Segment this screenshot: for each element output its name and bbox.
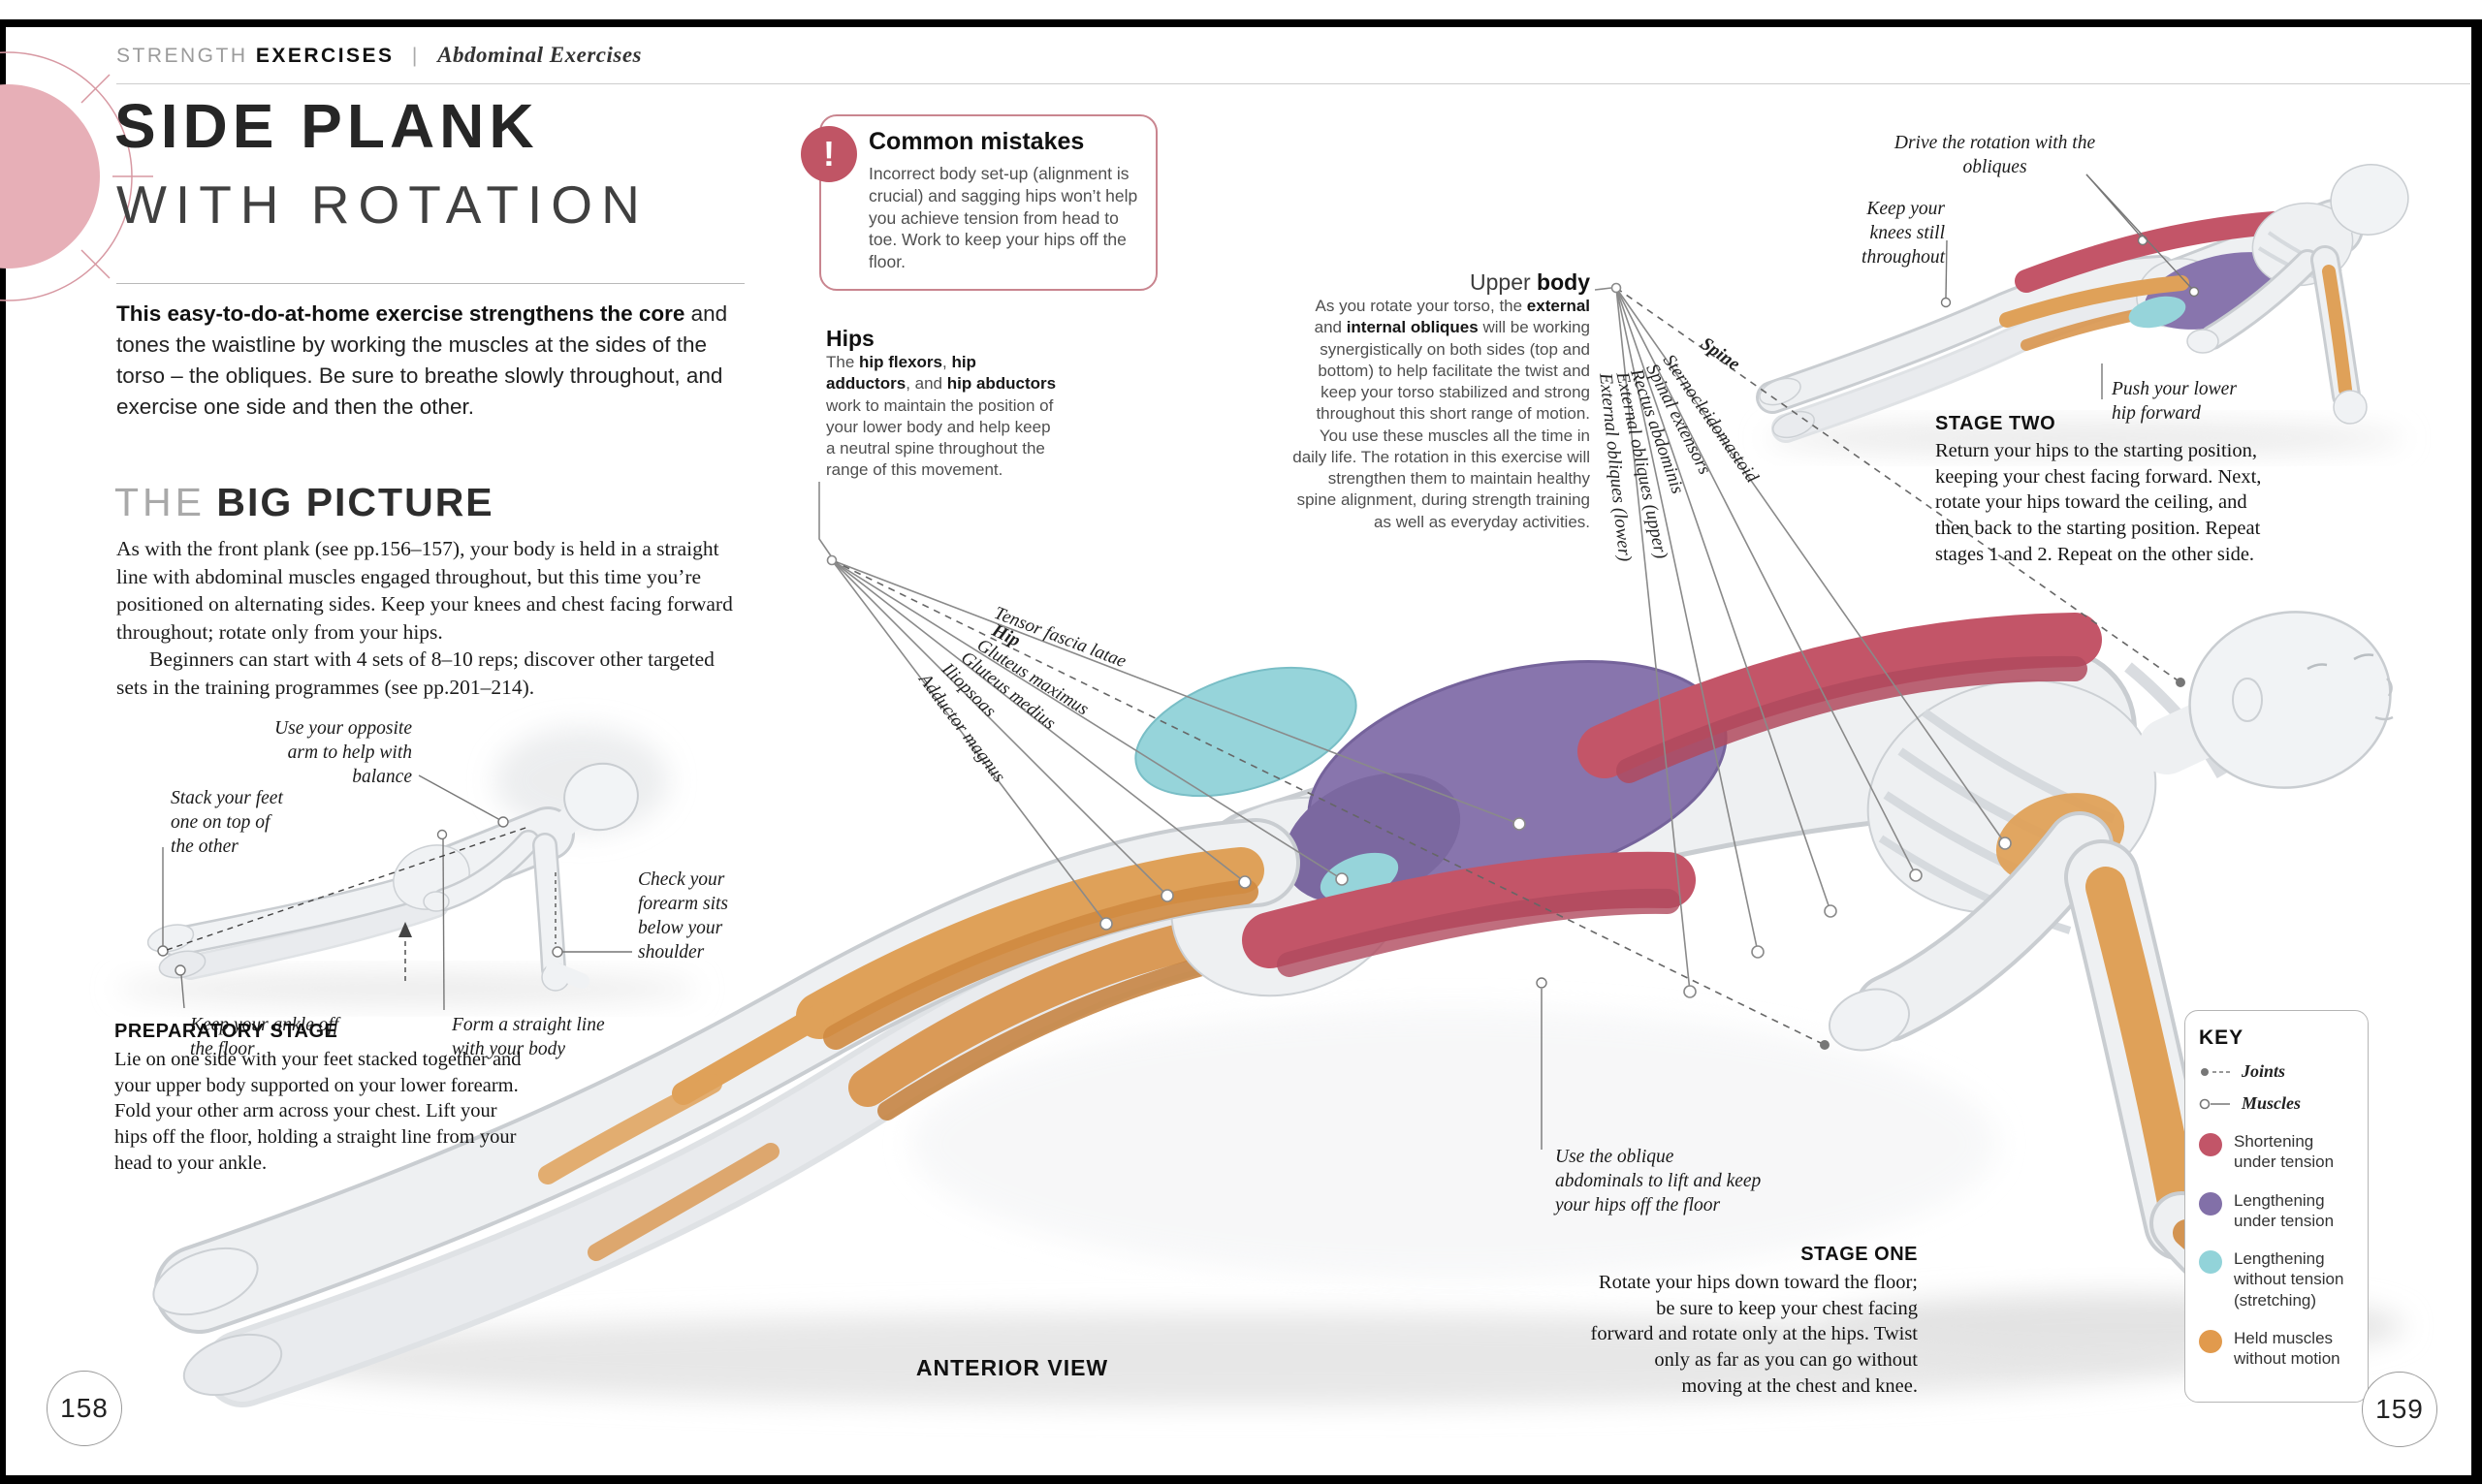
decorative-circle <box>0 51 153 301</box>
header-rule <box>116 83 2470 84</box>
hips-body: The hip flexors, hip adductors, and hip … <box>826 352 1061 482</box>
key-muscles-row: Muscles <box>2199 1093 2354 1114</box>
frame-top <box>0 19 2482 27</box>
page-number-left: 158 <box>47 1371 122 1446</box>
annotation-stack-feet: Stack your feet one on top of the other <box>171 788 283 857</box>
upper-body-title: Upper body <box>1285 269 1590 296</box>
stage-one-body: Rotate your hips down toward the floor; … <box>1590 1272 1919 1397</box>
intro-bold: This easy-to-do-at-home exercise strengt… <box>116 301 685 326</box>
key-label-stretching: Lengthening without tension (stretching) <box>2234 1249 2344 1310</box>
key-swatch-held <box>2199 1329 2222 1353</box>
leader-lines <box>157 174 2200 1150</box>
stage-two-body: Return your hips to the starting positio… <box>1935 440 2262 565</box>
breadcrumb-divider: | <box>411 45 420 67</box>
key-legend: KEY Joints Muscles Shortening under tens… <box>2184 1010 2369 1404</box>
stage-one-title: STAGE ONE <box>1800 1244 1918 1265</box>
key-muscles-label: Muscles <box>2242 1093 2302 1113</box>
key-swatch-shortening <box>2199 1133 2222 1156</box>
common-mistakes-box <box>819 114 1158 291</box>
ub-b2: internal obliques <box>1346 318 1479 337</box>
big-picture-heading: THE BIG PICTURE <box>114 483 494 522</box>
annotation-straight-line: Form a straight line with your body <box>452 1015 605 1059</box>
key-item-held: Held muscles without motion <box>2199 1328 2354 1370</box>
annotation-opposite-arm: Use your opposite arm to help with balan… <box>274 718 412 787</box>
view-label: ANTERIOR VIEW <box>915 1355 1109 1380</box>
ub-t2: and <box>1314 318 1347 337</box>
key-joints-row: Joints <box>2199 1061 2354 1082</box>
intro-paragraph: This easy-to-do-at-home exercise strengt… <box>116 299 751 423</box>
key-label-lengthening-tension: Lengthening under tension <box>2234 1190 2335 1230</box>
big-picture-heading-light: THE <box>114 480 206 524</box>
breadcrumb-subsection: Abdominal Exercises <box>437 43 642 67</box>
key-item-stretching: Lengthening without tension (stretching) <box>2199 1248 2354 1310</box>
prep-stage-title: PREPARATORY STAGE <box>114 1021 338 1042</box>
hips-t3: , and <box>906 374 947 394</box>
page-title-line2: WITH ROTATION <box>116 174 649 235</box>
upper-body-title-light: Upper <box>1470 269 1538 295</box>
big-picture-para1: As with the front plank (see pp.156–157)… <box>116 537 733 644</box>
annotation-keep-knees: Keep your knees still throughout <box>1862 199 1945 268</box>
ub-b1: external <box>1526 297 1590 315</box>
stage-two-title: STAGE TWO <box>1935 413 2056 434</box>
big-picture-heading-bold: BIG PICTURE <box>216 480 494 524</box>
hips-t2: , <box>942 353 952 371</box>
breadcrumb: STRENGTH EXERCISES | Abdominal Exercises <box>116 43 642 68</box>
main-figure <box>152 611 2404 1407</box>
key-item-shortening: Shortening under tension <box>2199 1131 2354 1173</box>
key-item-lengthening-tension: Lengthening under tension <box>2199 1190 2354 1232</box>
annotation-oblique-abdominals: Use the oblique abdominals to lift and k… <box>1555 1147 1762 1216</box>
breadcrumb-section-bold: EXERCISES <box>255 45 395 67</box>
alert-glyph: ! <box>823 134 835 174</box>
upper-body-title-bold: body <box>1537 269 1590 295</box>
hips-b3: hip abductors <box>946 374 1057 394</box>
frame-left <box>0 19 6 1484</box>
alert-icon: ! <box>801 126 857 182</box>
hips-t4: work to maintain the position of your lo… <box>826 395 1054 480</box>
hips-t1: The <box>826 353 860 371</box>
big-picture-para2: Beginners can start with 4 sets of 8–10 … <box>116 647 715 699</box>
key-label-shortening: Shortening under tension <box>2234 1132 2335 1172</box>
key-joints-label: Joints <box>2242 1061 2286 1081</box>
annotation-check-forearm: Check your forearm sits below your shoul… <box>638 869 728 963</box>
key-swatch-lengthening-tension <box>2199 1191 2222 1216</box>
prep-stage-body: Lie on one side with your feet stacked t… <box>114 1049 522 1174</box>
key-title: KEY <box>2199 1026 2244 1049</box>
page-number-right-value: 159 <box>2375 1394 2424 1424</box>
annotation-drive-rotation: Drive the rotation with the obliques <box>1893 133 2096 177</box>
breadcrumb-section-light: STRENGTH <box>116 45 248 67</box>
preparatory-figure <box>116 727 698 1004</box>
annotation-keep-ankle: Keep your ankle off the floor <box>190 1015 339 1059</box>
intro-rule <box>116 283 745 284</box>
annotation-push-hip: Push your lower hip forward <box>2112 379 2237 424</box>
hips-callout: Hips The hip flexors, hip adductors, and… <box>826 326 1061 482</box>
frame-right <box>2471 19 2482 1484</box>
upper-body-text: As you rotate your torso, the external a… <box>1285 296 1590 533</box>
hips-b2: hip adductors <box>826 353 976 394</box>
page-number-right: 159 <box>2362 1372 2437 1447</box>
key-swatch-stretching <box>2199 1250 2222 1274</box>
page-number-left-value: 158 <box>60 1393 109 1423</box>
hips-title: Hips <box>826 326 875 351</box>
ub-t1: As you rotate your torso, the <box>1315 297 1527 315</box>
intro-rest: and tones the waistline by working the m… <box>116 301 728 419</box>
joints-icon <box>2201 1067 2230 1076</box>
key-label-held: Held muscles without motion <box>2234 1328 2340 1368</box>
common-mistakes-title: Common mistakes <box>869 128 1085 155</box>
stage-two-figure <box>1756 164 2409 454</box>
upper-body-callout: Upper body As you rotate your torso, the… <box>1285 269 1590 533</box>
frame-bottom <box>0 1475 2482 1484</box>
ub-t3: will be working synergistically on both … <box>1292 318 1590 531</box>
big-picture-text: As with the front plank (see pp.156–157)… <box>116 535 747 702</box>
common-mistakes-body: Incorrect body set-up (alignment is cruc… <box>869 164 1138 271</box>
hips-b1: hip flexors <box>859 353 942 371</box>
muscles-icon <box>2199 1098 2230 1109</box>
page-title-line1: SIDE PLANK <box>114 91 539 161</box>
